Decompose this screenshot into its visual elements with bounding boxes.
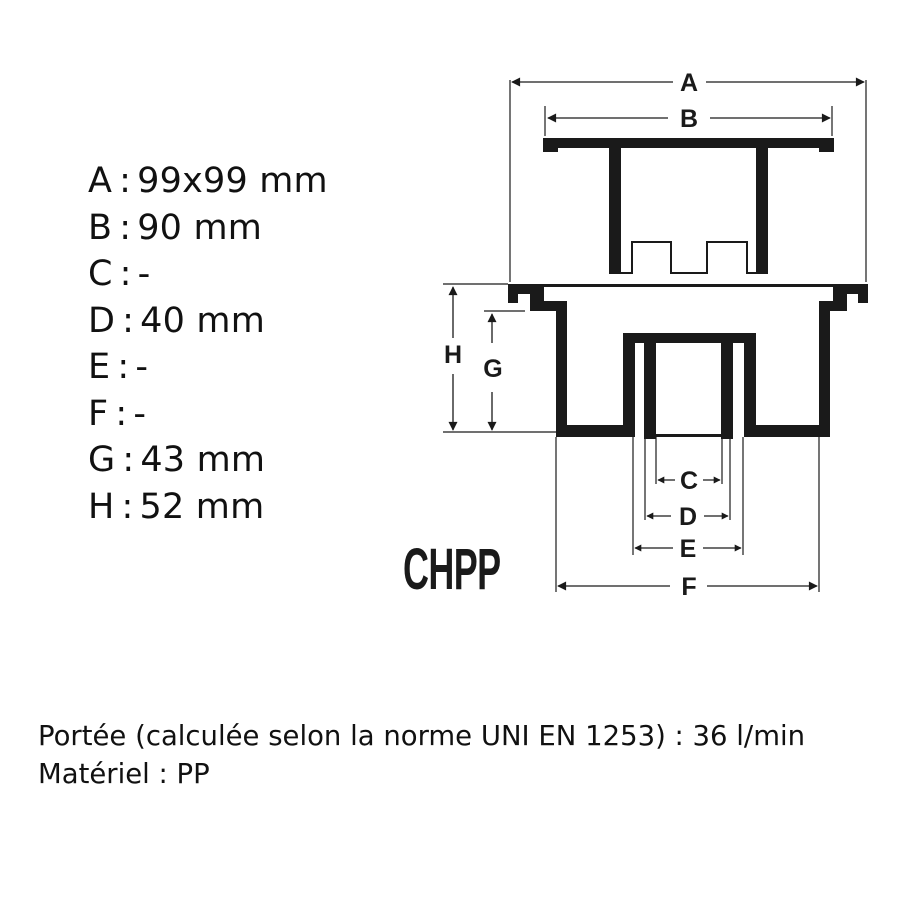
extension-lines <box>443 80 867 592</box>
model-name: CHPP <box>403 537 501 602</box>
spec-value: 52 mm <box>139 486 265 527</box>
spec-value: 90 mm <box>137 207 263 248</box>
grate-part <box>543 138 834 274</box>
dim-label-a: A <box>680 69 698 97</box>
dim-label-g: G <box>483 355 502 383</box>
spec-value: - <box>137 254 151 294</box>
spec-row-a: A:99x99 mm <box>88 158 328 205</box>
spec-value: 43 mm <box>140 440 266 480</box>
spec-key: C <box>88 254 113 294</box>
spec-key: F <box>88 393 109 434</box>
spec-list: A:99x99 mm B:90 mm C:- D:40 mm E:- F:- G… <box>88 158 328 530</box>
spec-row-h: H:52 mm <box>88 484 328 531</box>
spec-row-c: C:- <box>88 251 328 298</box>
dim-label-f: F <box>681 573 696 601</box>
grate-teeth <box>621 241 756 274</box>
dim-label-b: B <box>680 105 698 133</box>
spec-separator: : <box>122 300 135 341</box>
spec-row-e: E:- <box>88 344 328 391</box>
spec-key: D <box>88 300 116 341</box>
spec-key: A <box>88 161 113 201</box>
spec-separator: : <box>119 254 132 294</box>
spec-row-b: B:90 mm <box>88 205 328 252</box>
dim-label-h: H <box>444 341 462 369</box>
spec-row-g: G:43 mm <box>88 437 328 484</box>
material-text: Matériel : PP <box>38 758 210 790</box>
spec-value: 99x99 mm <box>137 161 328 201</box>
dim-label-e: E <box>680 535 697 563</box>
spec-value: 40 mm <box>140 300 266 341</box>
spec-separator: : <box>122 440 135 480</box>
spec-value: - <box>133 393 147 434</box>
spec-key: E <box>88 347 111 387</box>
spec-separator: : <box>121 486 134 527</box>
spec-value: - <box>135 347 149 387</box>
spec-row-f: F:- <box>88 391 328 438</box>
dim-label-c: C <box>680 467 698 495</box>
dim-label-d: D <box>679 503 697 531</box>
spec-key: B <box>88 207 113 248</box>
flow-rate-text: Portée (calculée selon la norme UNI EN 1… <box>38 720 806 752</box>
spec-row-d: D:40 mm <box>88 298 328 345</box>
footer-info: Portée (calculée selon la norme UNI EN 1… <box>38 717 805 793</box>
spec-separator: : <box>119 161 132 201</box>
spec-separator: : <box>119 207 132 248</box>
body-part <box>508 284 868 439</box>
spec-separator: : <box>117 347 130 387</box>
spec-key: H <box>88 486 115 527</box>
spec-separator: : <box>115 393 128 434</box>
spec-key: G <box>88 440 116 480</box>
